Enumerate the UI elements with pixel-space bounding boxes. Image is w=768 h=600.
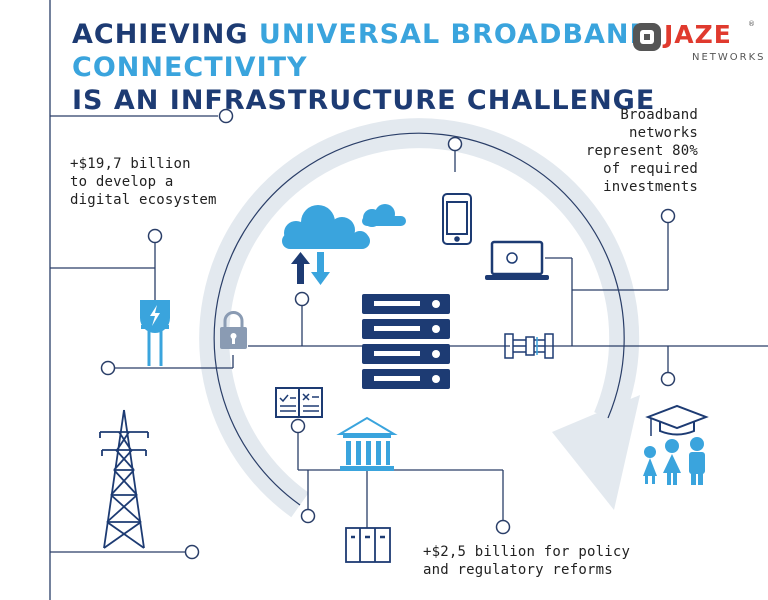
padlock-icon	[220, 311, 247, 349]
graduation-cap-icon	[645, 404, 709, 436]
note-line: represent 80%	[585, 143, 698, 159]
cloud-small-icon	[362, 204, 406, 227]
note-line: and regulatory reforms	[423, 562, 613, 578]
connector-lines	[49, 0, 768, 600]
ecosystem-investment-note: +$19,7 billion to develop a digital ecos…	[70, 155, 217, 209]
logo-wordmark: JAZE	[664, 20, 732, 49]
title-line2: IS AN INFRASTRUCTURE CHALLENGE	[72, 85, 656, 116]
title-prefix: ACHIEVING	[72, 19, 249, 50]
power-tower-icon	[99, 409, 149, 549]
note-line: +$2,5 billion for policy	[423, 544, 631, 560]
policy-reform-note: +$2,5 billion for policy and regulatory …	[423, 543, 630, 579]
cycle-arrow	[199, 118, 640, 518]
logo-registered-mark: ®	[748, 20, 755, 28]
server-rack-icon	[362, 294, 450, 389]
note-line: +$19,7 billion	[70, 156, 191, 172]
bank-building-icon	[336, 416, 398, 471]
note-line: networks	[628, 125, 698, 141]
jaze-logo: JAZE ® NETWORKS	[632, 20, 764, 68]
title-accent: UNIVERSAL BROADBAND CONNECTIVITY	[72, 19, 653, 83]
jaze-logo-mark-icon	[633, 23, 661, 51]
filing-cabinet-icon	[345, 527, 391, 563]
broadband-share-note: Broadband networks represent 80% of requ…	[586, 106, 698, 196]
laptop-icon	[485, 240, 549, 280]
note-line: to develop a	[70, 174, 174, 190]
cloud-icon	[282, 205, 370, 249]
connector-nodes	[100, 108, 676, 560]
open-book-icon	[275, 387, 323, 418]
smartphone-icon	[442, 193, 472, 245]
family-icon	[643, 437, 705, 485]
logo-tagline: NETWORKS	[692, 52, 766, 63]
title-line1: ACHIEVING UNIVERSAL BROADBAND CONNECTIVI…	[72, 19, 653, 83]
infographic-title: ACHIEVING UNIVERSAL BROADBAND CONNECTIVI…	[72, 18, 768, 117]
power-plug-icon	[140, 300, 170, 366]
note-line: of required	[603, 161, 698, 177]
upload-download-arrows-icon	[291, 252, 330, 285]
note-line: Broadband	[620, 107, 698, 123]
note-line: digital ecosystem	[70, 192, 217, 208]
note-line: investments	[603, 179, 698, 195]
fiber-connector-icon	[504, 333, 554, 359]
